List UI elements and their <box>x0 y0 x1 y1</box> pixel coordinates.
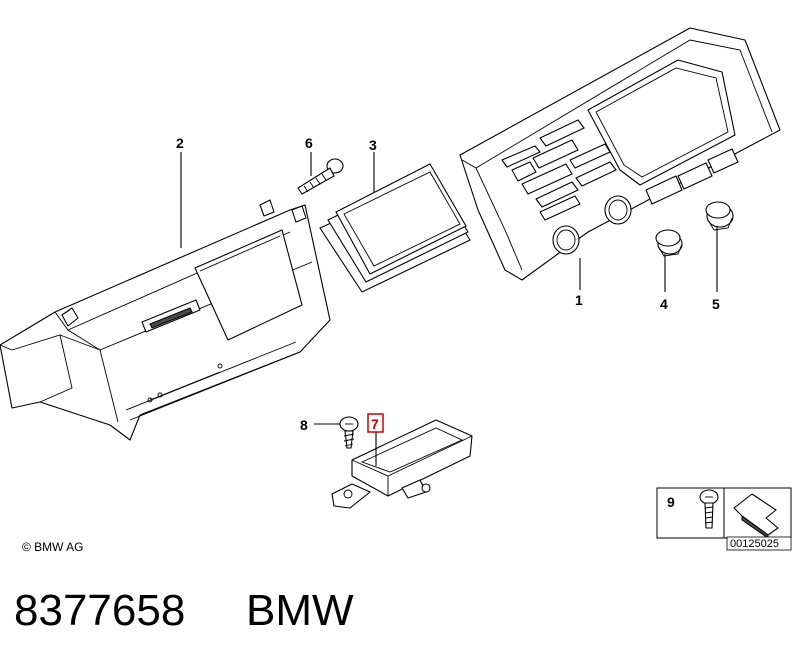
part-number: 8377658 <box>14 586 186 635</box>
callout-1: 1 <box>575 292 583 308</box>
callout-4: 4 <box>660 296 668 312</box>
part-8-screw <box>339 416 359 449</box>
arrow-icon <box>733 493 779 539</box>
legend-number-9: 9 <box>667 494 675 510</box>
part-7-module <box>331 419 473 509</box>
part-5-knob <box>705 201 734 231</box>
screw-9-icon <box>699 489 719 529</box>
callout-6: 6 <box>305 135 313 151</box>
callout-7-highlight-box <box>367 413 384 433</box>
part-4-knob <box>655 229 683 257</box>
leader-lines <box>180 152 718 466</box>
part-1-control-panel <box>459 27 781 281</box>
callout-5: 5 <box>712 296 720 312</box>
part-3-display <box>319 163 471 293</box>
brand-name: BMW <box>246 586 354 635</box>
callout-3: 3 <box>369 137 377 153</box>
callout-7: 7 <box>371 416 379 432</box>
copyright-text: © BMW AG <box>22 540 84 554</box>
callout-8: 8 <box>300 417 308 433</box>
part-6-screw <box>297 158 344 195</box>
part-2-housing <box>0 199 331 441</box>
diagram-ref-number: 00125025 <box>730 538 779 550</box>
legend-box: 9 00125025 <box>656 487 792 551</box>
callout-2: 2 <box>176 135 184 151</box>
